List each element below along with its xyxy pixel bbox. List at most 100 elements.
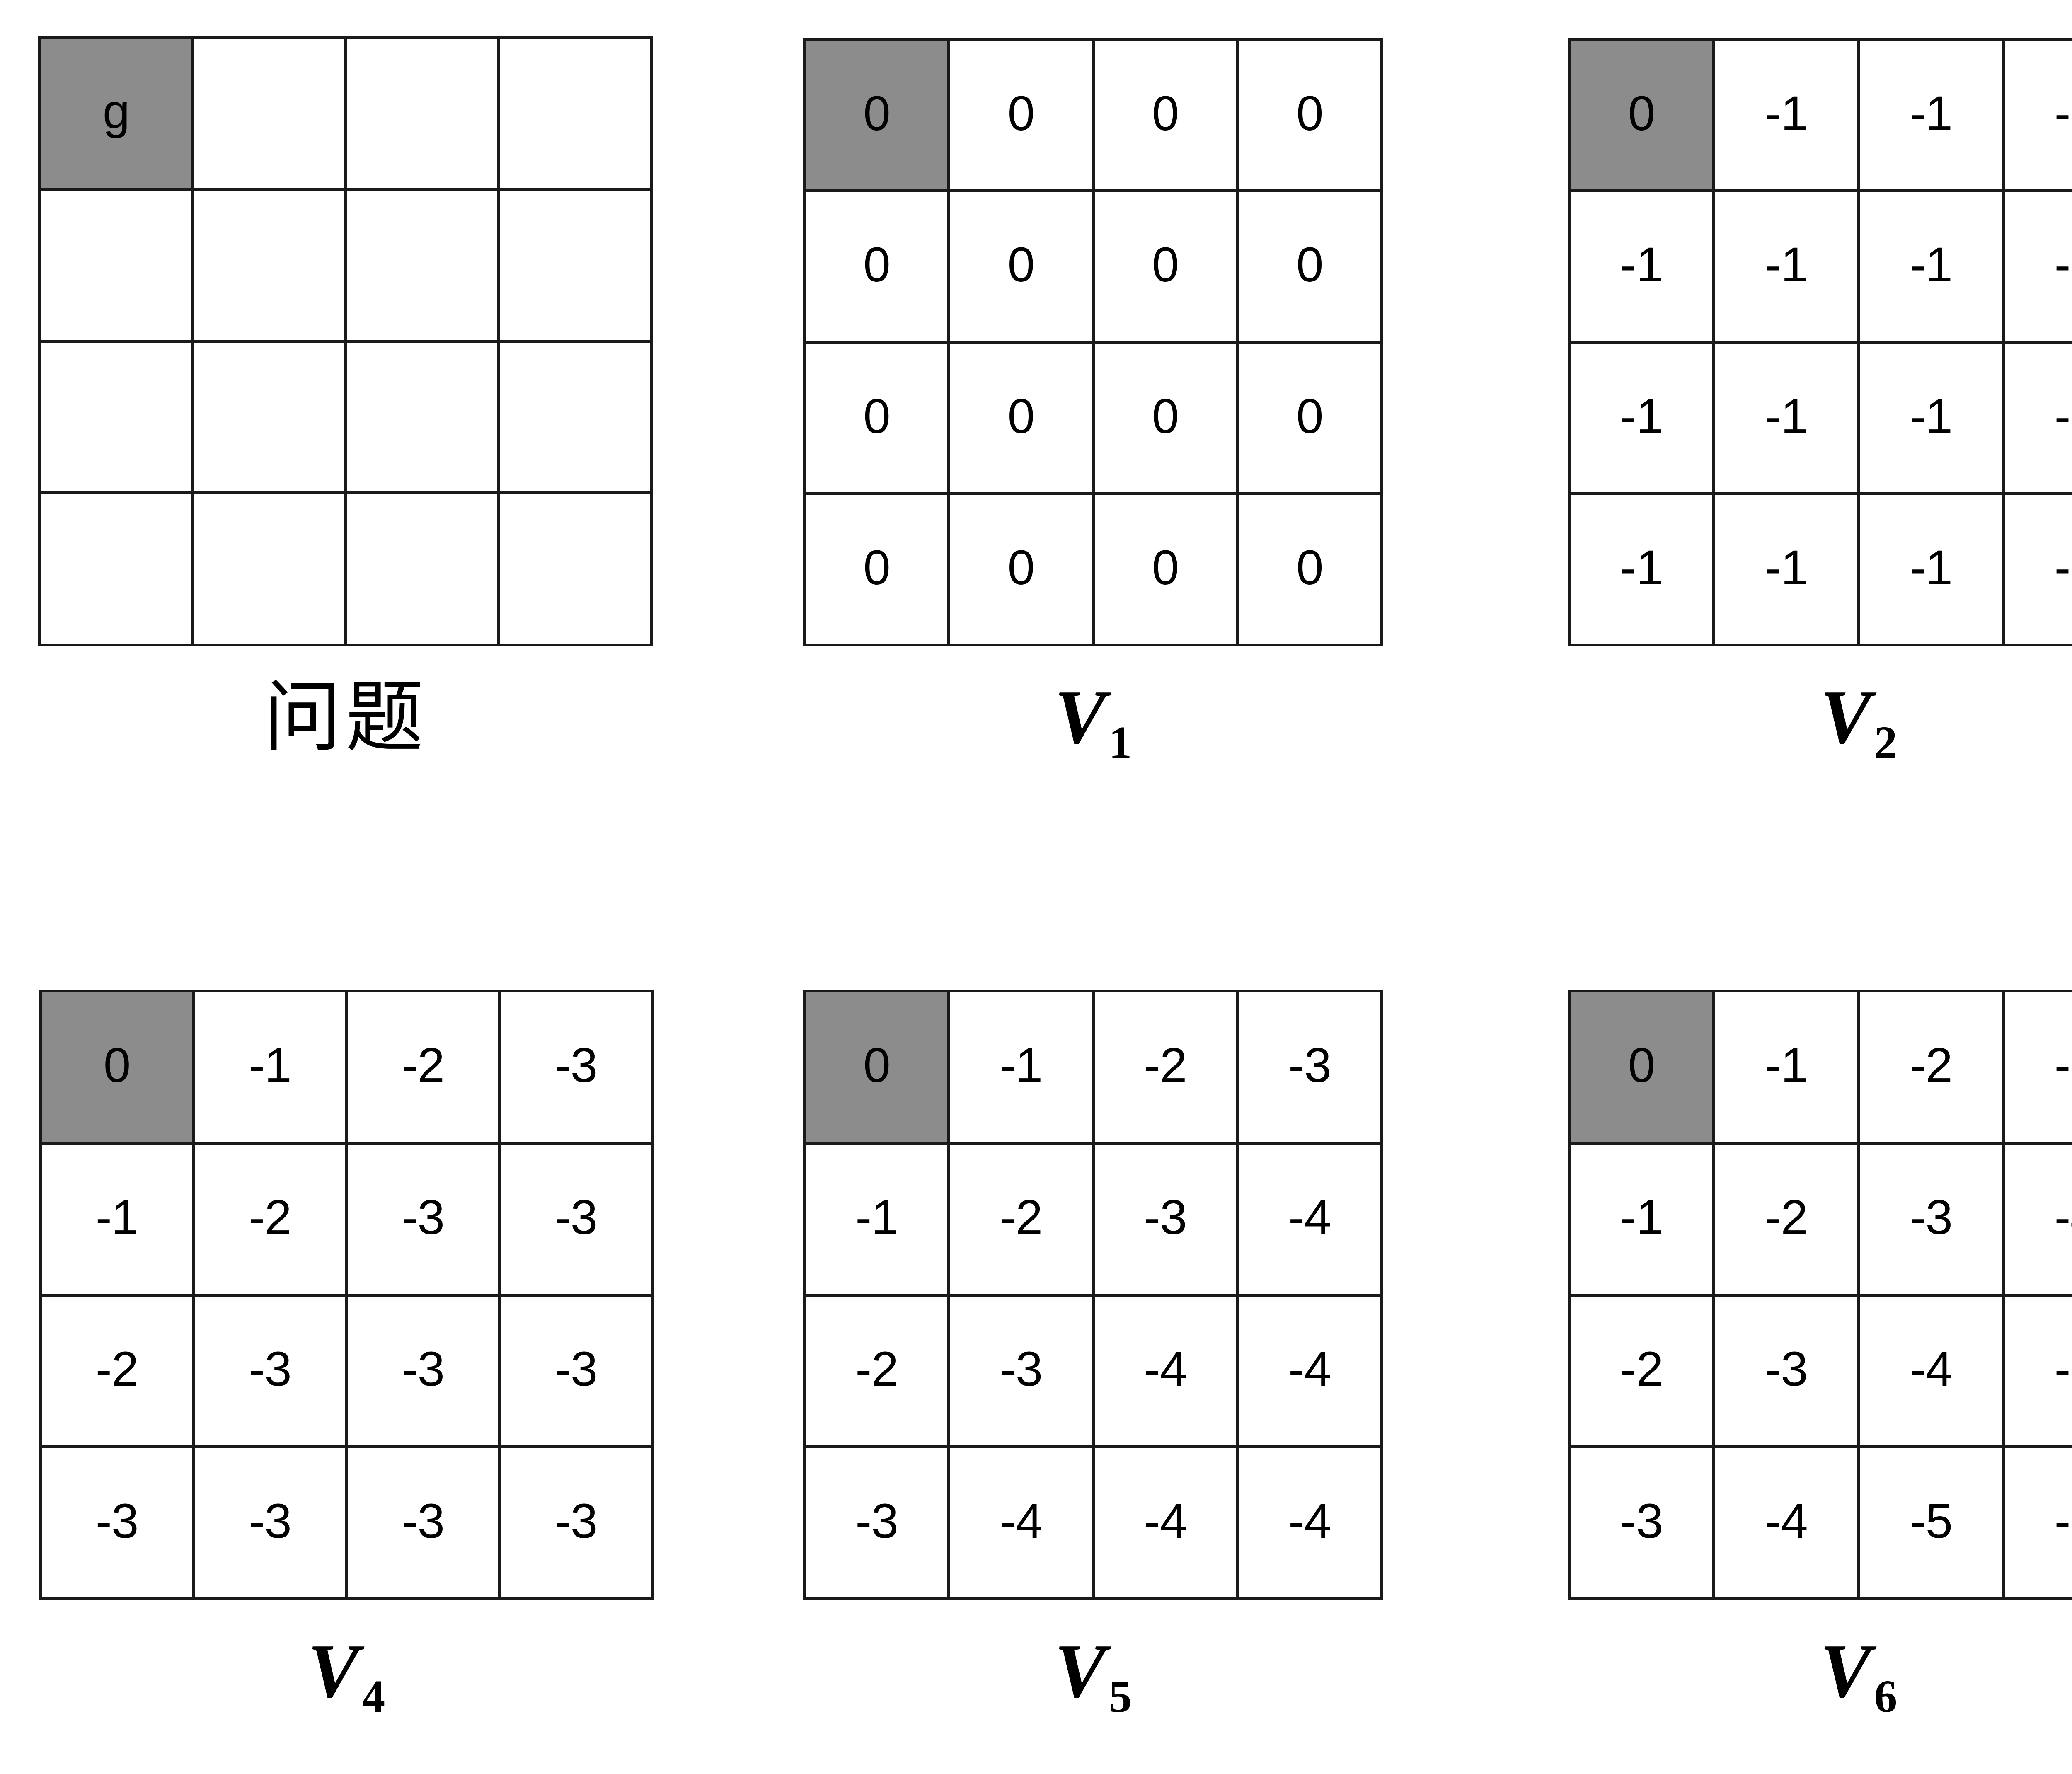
- grid-cell: -2: [1571, 1296, 1716, 1449]
- cell-value: -4: [1000, 1494, 1043, 1549]
- cell-value: -3: [248, 1342, 292, 1397]
- cell-value: 0: [1007, 540, 1035, 595]
- cell-value: -1: [1765, 237, 1808, 293]
- grid-cell: 0: [806, 41, 951, 193]
- grid-cell: -1: [1571, 1144, 1716, 1297]
- grid-cell: -3: [501, 1144, 654, 1297]
- grid-cell: [41, 494, 194, 646]
- cell-value: 0: [863, 86, 891, 141]
- value-grid-problem: g: [38, 36, 653, 646]
- cell-value: -2: [248, 1190, 292, 1245]
- grid-cell: -1: [1860, 495, 2005, 646]
- grid-cell: -1: [950, 992, 1095, 1145]
- grid-cell: [41, 190, 194, 343]
- grid-cell: -3: [348, 1296, 501, 1449]
- cell-value: -1: [855, 1190, 898, 1245]
- cell-value: -1: [248, 1038, 292, 1093]
- cell-value: -1: [1765, 86, 1808, 141]
- cell-value: -3: [855, 1494, 898, 1549]
- grid-cell: 0: [950, 192, 1095, 344]
- grid-cell: -3: [501, 1296, 654, 1449]
- grid-figure-V6: 0-1-2-3-1-2-3-4-2-3-4-5-3-4-5-5V6: [1568, 990, 2072, 1733]
- cell-value: -3: [1910, 1190, 1953, 1245]
- grid-cell: -4: [1239, 1296, 1383, 1449]
- grid-cell: -1: [1860, 192, 2005, 344]
- grid-cell: -1: [1860, 344, 2005, 495]
- grid-cell: -1: [1715, 344, 1860, 495]
- cell-value: -5: [1910, 1494, 1953, 1549]
- caption-subscript: 4: [362, 1671, 385, 1722]
- grid-cell: -3: [1094, 1144, 1239, 1297]
- cell-value: -1: [2054, 237, 2072, 293]
- grid-cell: g: [41, 39, 194, 191]
- cell-value: -2: [855, 1342, 898, 1397]
- cell-value: -1: [1000, 1038, 1043, 1093]
- cell-value: -2: [1620, 1342, 1663, 1397]
- cell-value: -4: [1288, 1342, 1331, 1397]
- cell-value: -1: [2054, 389, 2072, 444]
- cell-value: -4: [1288, 1494, 1331, 1549]
- cell-value: -3: [1765, 1342, 1808, 1397]
- cell-value: 0: [863, 540, 891, 595]
- value-grid-V2: 0-1-1-1-1-1-1-1-1-1-1-1-1-1-1-1: [1568, 38, 2072, 646]
- grid-cell: -2: [1715, 1144, 1860, 1297]
- grid-cell: -1: [1715, 495, 1860, 646]
- grid-cell: -1: [1715, 192, 1860, 344]
- value-grid-V5: 0-1-2-3-1-2-3-4-2-3-4-4-3-4-4-4: [803, 990, 1383, 1600]
- value-grid-V6: 0-1-2-3-1-2-3-4-2-3-4-5-3-4-5-5: [1568, 990, 2072, 1600]
- cell-value: -2: [1000, 1190, 1043, 1245]
- grid-cell: 0: [950, 41, 1095, 193]
- grid-caption-V5: V5: [803, 1633, 1383, 1720]
- grid-cell: -1: [1715, 41, 1860, 193]
- cell-value: 0: [1296, 237, 1324, 293]
- grid-cell: [194, 190, 347, 343]
- cell-value: -3: [402, 1494, 445, 1549]
- cell-value: -1: [2054, 540, 2072, 595]
- grid-cell: -1: [195, 992, 348, 1145]
- cell-value: -3: [95, 1494, 139, 1549]
- grid-caption-V2: V2: [1568, 679, 2072, 766]
- grid-cell: 0: [1239, 495, 1383, 646]
- grid-cell: [347, 39, 500, 191]
- cell-value: -1: [1620, 540, 1663, 595]
- caption-subscript: 2: [1874, 717, 1898, 768]
- grid-cell: -4: [1239, 1144, 1383, 1297]
- cell-value: 0: [863, 237, 891, 293]
- grid-cell: [41, 342, 194, 495]
- grid-cell: -1: [2004, 192, 2072, 344]
- grid-cell: -1: [1571, 192, 1716, 344]
- grid-cell: -1: [2004, 344, 2072, 495]
- grid-cell: -5: [2004, 1448, 2072, 1600]
- grid-cell: 0: [950, 344, 1095, 495]
- value-grid-V4: 0-1-2-3-1-2-3-3-2-3-3-3-3-3-3-3: [39, 990, 654, 1600]
- cell-value: 0: [1152, 86, 1179, 141]
- caption-symbol: V: [1820, 1629, 1871, 1714]
- grid-cell: 0: [1239, 192, 1383, 344]
- cell-value: 0: [1152, 237, 1179, 293]
- grid-cell: -2: [348, 992, 501, 1145]
- cell-value: -4: [1910, 1342, 1953, 1397]
- grid-cell: -3: [348, 1144, 501, 1297]
- grid-cell: -2: [950, 1144, 1095, 1297]
- grid-cell: 0: [42, 992, 195, 1145]
- grid-cell: -1: [2004, 495, 2072, 646]
- grid-cell: -1: [1860, 41, 2005, 193]
- grid-cell: -5: [1860, 1448, 2005, 1600]
- cell-value: 0: [1152, 389, 1179, 444]
- cell-value: -4: [2054, 1190, 2072, 1245]
- grid-caption-V4: V4: [39, 1633, 654, 1720]
- grid-figure-problem: g 问题: [38, 36, 653, 779]
- cell-value: -3: [1144, 1190, 1187, 1245]
- grid-cell: -3: [42, 1448, 195, 1600]
- cell-value: 0: [1296, 389, 1324, 444]
- grid-caption-problem: 问题: [38, 679, 653, 757]
- cell-value: 0: [1628, 1038, 1656, 1093]
- grid-cell: 0: [806, 992, 951, 1145]
- grid-cell: -2: [195, 1144, 348, 1297]
- grid-cell: [500, 39, 653, 191]
- grid-caption-V1: V1: [803, 679, 1383, 766]
